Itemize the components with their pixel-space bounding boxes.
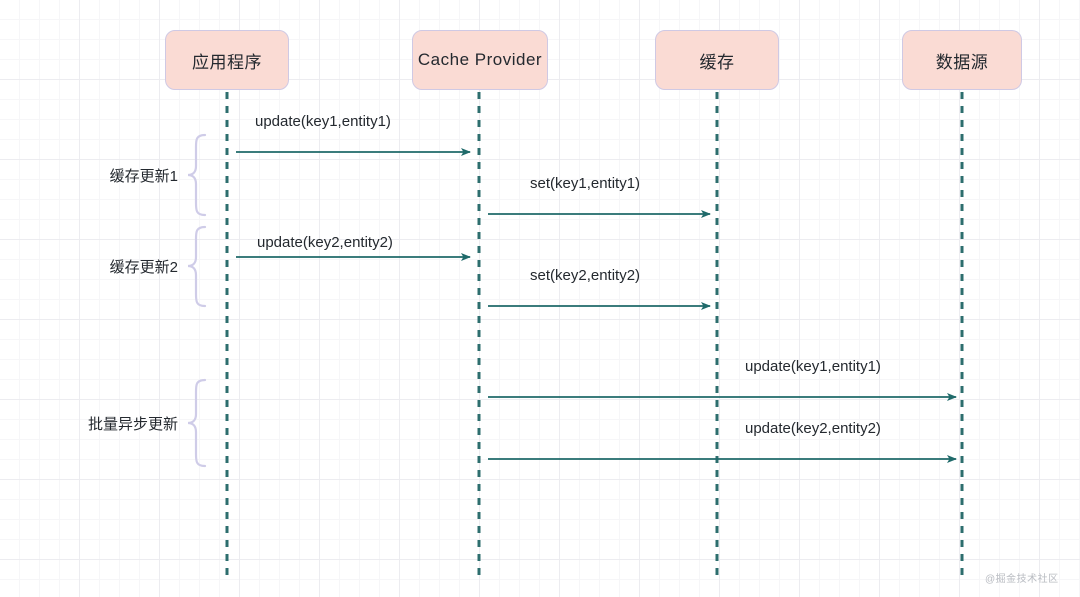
participant-app-label: 应用程序: [192, 52, 262, 72]
group-label-1: 缓存更新1: [109, 168, 178, 185]
participant-provider[interactable]: Cache Provider: [412, 30, 548, 90]
participant-provider-label: Cache Provider: [417, 50, 543, 69]
message-label-5: update(key1,entity1): [745, 358, 881, 375]
participant-datasource[interactable]: 数据源: [902, 30, 1022, 90]
watermark: @掘金技术社区: [985, 574, 1059, 585]
group-brace-1: [187, 133, 207, 217]
message-arrows: [236, 148, 957, 463]
group-brace-3: [187, 378, 207, 468]
message-label-2: set(key1,entity1): [530, 175, 641, 192]
participant-cache-label: 缓存: [699, 52, 735, 72]
message-label-3: update(key2,entity2): [257, 234, 393, 251]
participant-cache[interactable]: 缓存: [655, 30, 779, 90]
group-braces: [187, 133, 207, 468]
group-label-2: 缓存更新2: [109, 259, 178, 276]
group-brace-2: [187, 225, 207, 308]
lifelines: [225, 92, 964, 580]
participant-app[interactable]: 应用程序: [165, 30, 289, 90]
group-label-3: 批量异步更新: [87, 416, 178, 433]
message-label-6: update(key2,entity2): [745, 420, 881, 437]
message-label-4: set(key2,entity2): [530, 267, 641, 284]
message-label-1: update(key1,entity1): [255, 113, 391, 130]
participant-datasource-label: 数据源: [935, 52, 989, 72]
